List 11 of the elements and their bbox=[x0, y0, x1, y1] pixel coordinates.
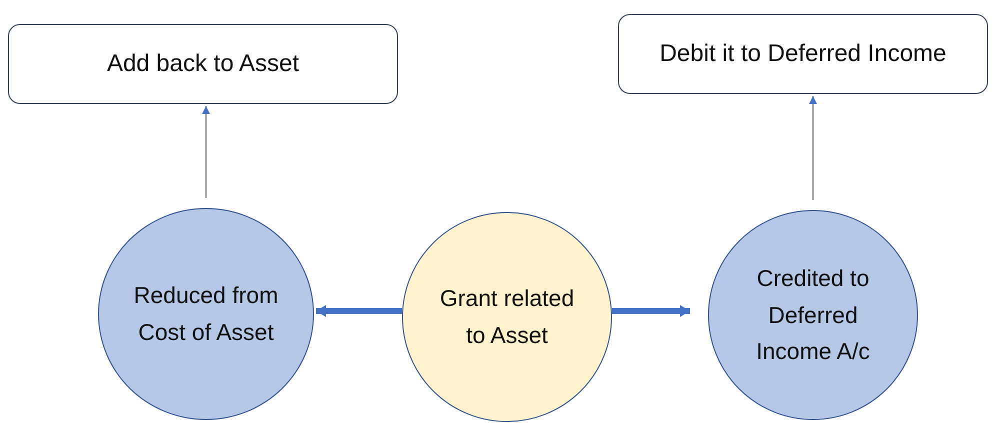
arrow bbox=[612, 305, 690, 317]
arrow bbox=[202, 106, 210, 198]
node-label: Grant related to Asset bbox=[438, 284, 576, 350]
process-box bbox=[8, 24, 398, 104]
node-label: Debit it to Deferred Income bbox=[660, 40, 946, 68]
process-box bbox=[618, 14, 988, 94]
arrow bbox=[316, 305, 402, 317]
node-label: Credited to Deferred Income A/c bbox=[755, 264, 871, 366]
arrow bbox=[809, 96, 817, 200]
node-label: Add back to Asset bbox=[106, 50, 300, 78]
node-label: Reduced from Cost of Asset bbox=[133, 281, 279, 347]
